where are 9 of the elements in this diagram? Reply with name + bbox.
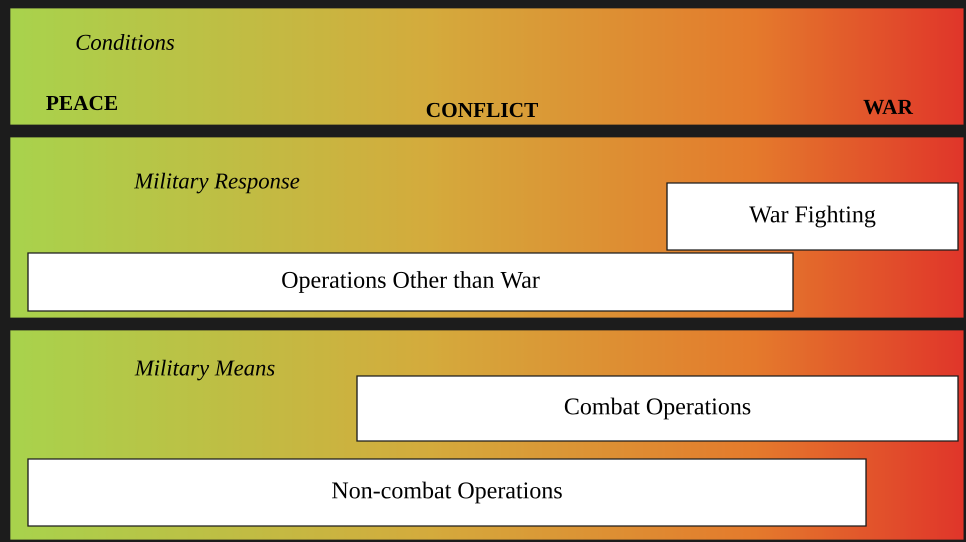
operation-box: Combat Operations xyxy=(356,375,959,442)
scale-label: PEACE xyxy=(46,96,118,110)
scale-label: WAR xyxy=(863,100,914,114)
band-heading: Military Response xyxy=(134,172,300,194)
operation-box: Non-combat Operations xyxy=(27,458,867,527)
band-heading: Military Means xyxy=(134,360,275,380)
operation-box: War Fighting xyxy=(666,182,959,251)
band-heading: Conditions xyxy=(76,34,174,50)
scale-label: CONFLICT xyxy=(426,102,538,118)
